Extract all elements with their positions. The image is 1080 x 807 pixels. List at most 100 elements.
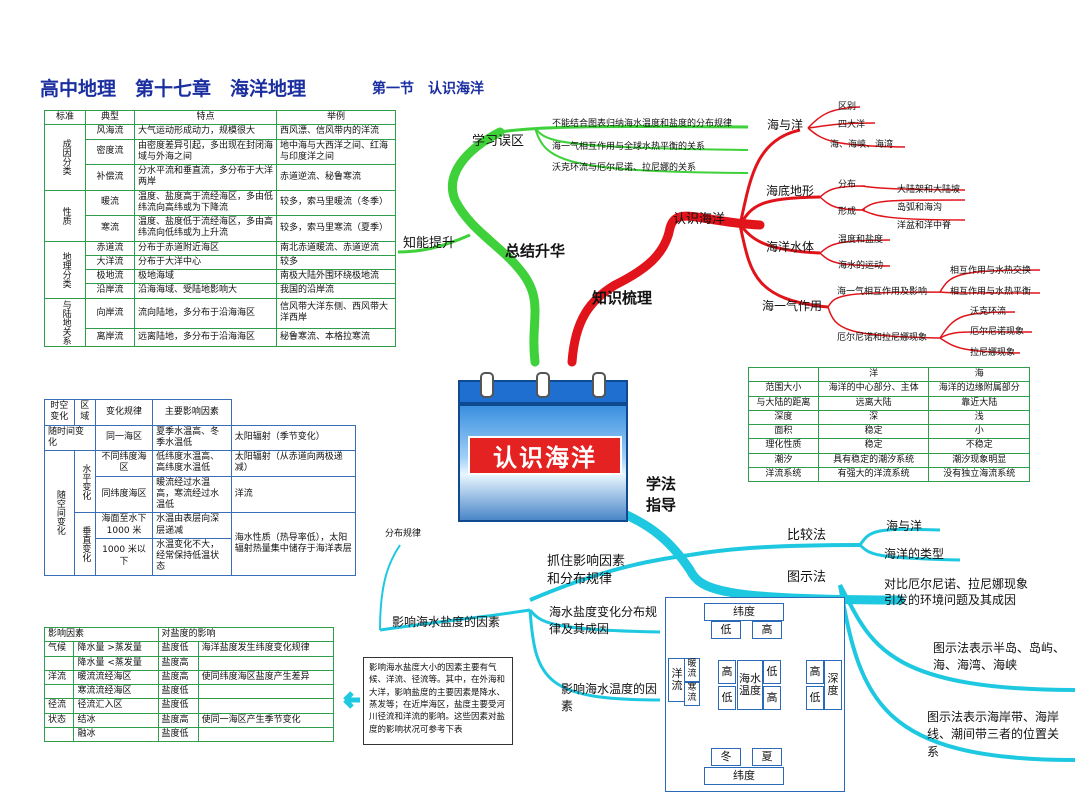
table-cell: 气候 <box>45 642 74 656</box>
table-group-cell: 水平变化 <box>74 451 95 513</box>
table-cell: 深度 <box>749 410 819 424</box>
table-cell: 温度、盐度低于流经海区，多由高纬流向低纬或为上升流 <box>135 216 277 242</box>
sea-ocean-item: 海、海峡、海湾 <box>830 137 893 150</box>
table-cell: 同一海区 <box>95 425 152 451</box>
table-row: 极地流极地海域南极大陆外围环绕极地流 <box>45 270 396 284</box>
table-cell: 补偿流 <box>86 165 135 191</box>
table-cell: 盐度高 <box>158 656 198 670</box>
table-cell: 海水性质（热导率低），太阳辐射热量集中储存于海洋表层 <box>231 513 355 575</box>
misconception-2: 海一气相互作用与全球水热平衡的关系 <box>552 139 705 152</box>
table-cell: 具有稳定的潮汐系统 <box>818 453 929 467</box>
branch-compare <box>690 545 860 555</box>
seabed-formation: 形成 <box>838 204 856 217</box>
page-title: 高中地理 第十七章 海洋地理 <box>40 74 306 101</box>
table-cell: 寒流流经海区 <box>74 685 158 699</box>
sea-air-sub2-item: 沃克环流 <box>970 304 1006 317</box>
table-cell: 洋流系统 <box>749 467 819 481</box>
sea-ocean-item: 四大洋 <box>838 117 865 130</box>
table-cell: 洋流 <box>45 670 74 684</box>
table-row: 范围大小海洋的中心部分、主体海洋的边缘附属部分 <box>749 382 1030 396</box>
table-cell: 极地流 <box>86 270 135 284</box>
table-row: 密度流由密度差异引起，多出现在封闭海域与外海之间地中海与大西洋之间、红海与印度洋… <box>45 139 396 165</box>
table-cell: 低纬度水温高、高纬度水温低 <box>153 451 232 477</box>
temperature-diagram: 纬度 低 高 洋流 暖流 寒流 高 低 海水温度 低 高 高 低 深度 冬 夏 … <box>665 597 845 792</box>
table-cell: 赤道逆流、秘鲁寒流 <box>277 165 396 191</box>
branch-label-method-2: 指导 <box>646 494 676 515</box>
table-cell: 较多，索马里暖流（冬季） <box>277 190 396 216</box>
table-cell <box>198 656 333 670</box>
table-cell: 不同纬度海区 <box>95 451 152 477</box>
diag-low-right: 低 <box>763 660 781 684</box>
sea-ocean-item: 区别 <box>838 99 856 112</box>
table-cell: 1000 米以下 <box>95 538 152 575</box>
table-row: 理化性质稳定不稳定 <box>749 439 1030 453</box>
diag-latitude-top: 纬度 <box>704 603 784 621</box>
diagram-item-2: 图示法表示半岛、岛屿、海、海湾、海峡 <box>933 640 1068 675</box>
table-cell: 远离陆地，多分布于沿海海区 <box>135 329 277 346</box>
misconception-1: 不能结合图表归纳海水温度和盐度的分布规律 <box>552 116 732 129</box>
table-cell: 盐度高 <box>158 670 198 684</box>
diag-high-depth: 高 <box>806 660 824 684</box>
table-cell: 面积 <box>749 425 819 439</box>
table-cell: 夏季水温高、冬季水温低 <box>153 425 232 451</box>
table-cell: 秘鲁寒流、本格拉寒流 <box>277 329 396 346</box>
label-factors-2: 和分布规律 <box>547 568 612 587</box>
table-cell: 信风带大洋东侧、西风带大洋西岸 <box>277 298 396 329</box>
table-group-cell: 随时间变化 <box>45 425 96 451</box>
table-cell: 地中海与大西洋之间、红海与印度洋之间 <box>277 139 396 165</box>
seabed-item: 洋盆和洋中脊 <box>897 218 951 231</box>
diagram-item-3: 图示法表示海岸带、海岸线、潮间带三者的位置关系 <box>927 709 1069 761</box>
diag-low-depth: 低 <box>806 686 824 710</box>
table-row: 与大陆的距离远离大陆靠近大陆 <box>749 396 1030 410</box>
table-cell: 向岸流 <box>86 298 135 329</box>
branch-method-trunk <box>620 512 900 600</box>
table-row: 洋流暖流流经海区盐度高使同纬度海区盐度产生差异 <box>45 670 334 684</box>
table-row: 面积稳定小 <box>749 425 1030 439</box>
table-cell: 沿海海域、受陆地影响大 <box>135 284 277 298</box>
table-row: 随空间变化水平变化不同纬度海区低纬度水温高、高纬度水温低太阳辐射（从赤道向两极递… <box>45 451 356 477</box>
salinity-note: 影响海水盐度大小的因素主要有气候、洋流、径流等。其中，在外海和大洋，影响盐度的主… <box>363 657 513 745</box>
ocean-current-table: 标准典型特点举例成因分类风海流大气运动形成动力，规模很大西风漂、信风带内的洋流密… <box>44 110 396 347</box>
compare-item: 海洋的类型 <box>884 545 944 562</box>
table-cell: 远离大陆 <box>818 396 929 410</box>
table-cell: 分布于赤道附近海区 <box>135 241 277 255</box>
label-seabed: 海底地形 <box>766 182 814 199</box>
central-topic: 认识海洋 <box>458 372 628 522</box>
diagram-item-1-line2: 引发的环境问题及其成因 <box>884 591 1016 608</box>
table-row: 寒流温度、盐度低于流经海区，多由高纬流向低纬或为上升流较多，索马里寒流（夏季） <box>45 216 396 242</box>
label-factors-1: 抓住影响因素 <box>547 550 625 569</box>
table-cell: 不稳定 <box>929 439 1030 453</box>
diag-depth: 深度 <box>824 660 842 710</box>
table-row: 补偿流分水平流和垂直流，多分布于大洋两岸赤道逆流、秘鲁寒流 <box>45 165 396 191</box>
table-row: 离岸流远离陆地，多分布于沿海海区秘鲁寒流、本格拉寒流 <box>45 329 396 346</box>
table-cell: 分水平流和垂直流，多分布于大洋两岸 <box>135 165 277 191</box>
table-cell: 赤道流 <box>86 241 135 255</box>
table-cell: 小 <box>929 425 1030 439</box>
table-cell: 潮汐现象明显 <box>929 453 1030 467</box>
table-cell <box>198 699 333 713</box>
table-row: 性质暖流温度、盐度高于流经海区，多由低纬流向高纬或为下降流较多，索马里暖流（冬季… <box>45 190 396 216</box>
table-row: 成因分类风海流大气运动形成动力，规模很大西风漂、信风带内的洋流 <box>45 125 396 139</box>
branch-label-knowledge: 知识梳理 <box>592 287 652 308</box>
label-salinity-factors: 影响海水盐度的因素 <box>392 613 500 630</box>
table-cell: 盐度低 <box>158 727 198 741</box>
diag-low-left: 低 <box>718 686 736 710</box>
table-header-cell: 海 <box>929 368 1030 382</box>
table-row: 寒流流经海区盐度低 <box>45 685 334 699</box>
table-cell: 太阳辐射（季节变化） <box>231 425 355 451</box>
table-cell: 有强大的洋流系统 <box>818 467 929 481</box>
table-cell: 深 <box>818 410 929 424</box>
table-cell <box>198 727 333 741</box>
table-cell: 稳定 <box>818 439 929 453</box>
table-row: 融冰盐度低 <box>45 727 334 741</box>
label-sea-air: 海一气作用 <box>762 297 822 314</box>
table-cell: 盐度高 <box>158 713 198 727</box>
table-cell: 太阳辐射（从赤道向两极递减） <box>231 451 355 477</box>
table-cell: 海洋盐度发生纬度变化规律 <box>198 642 333 656</box>
table-row: 与陆地关系向岸流流向陆地，多分布于沿海海区信风带大洋东侧、西风带大洋西岸 <box>45 298 396 329</box>
label-temp-factors: 影响海水温度的因素 <box>561 681 659 716</box>
table-cell: 流向陆地，多分布于沿海海区 <box>135 298 277 329</box>
label-salinity-change: 海水盐度变化分布规律及其成因 <box>549 604 659 639</box>
table-cell: 径流 <box>45 699 74 713</box>
misconception-3: 沃克环流与厄尔尼诺、拉尼娜的关系 <box>552 160 696 173</box>
